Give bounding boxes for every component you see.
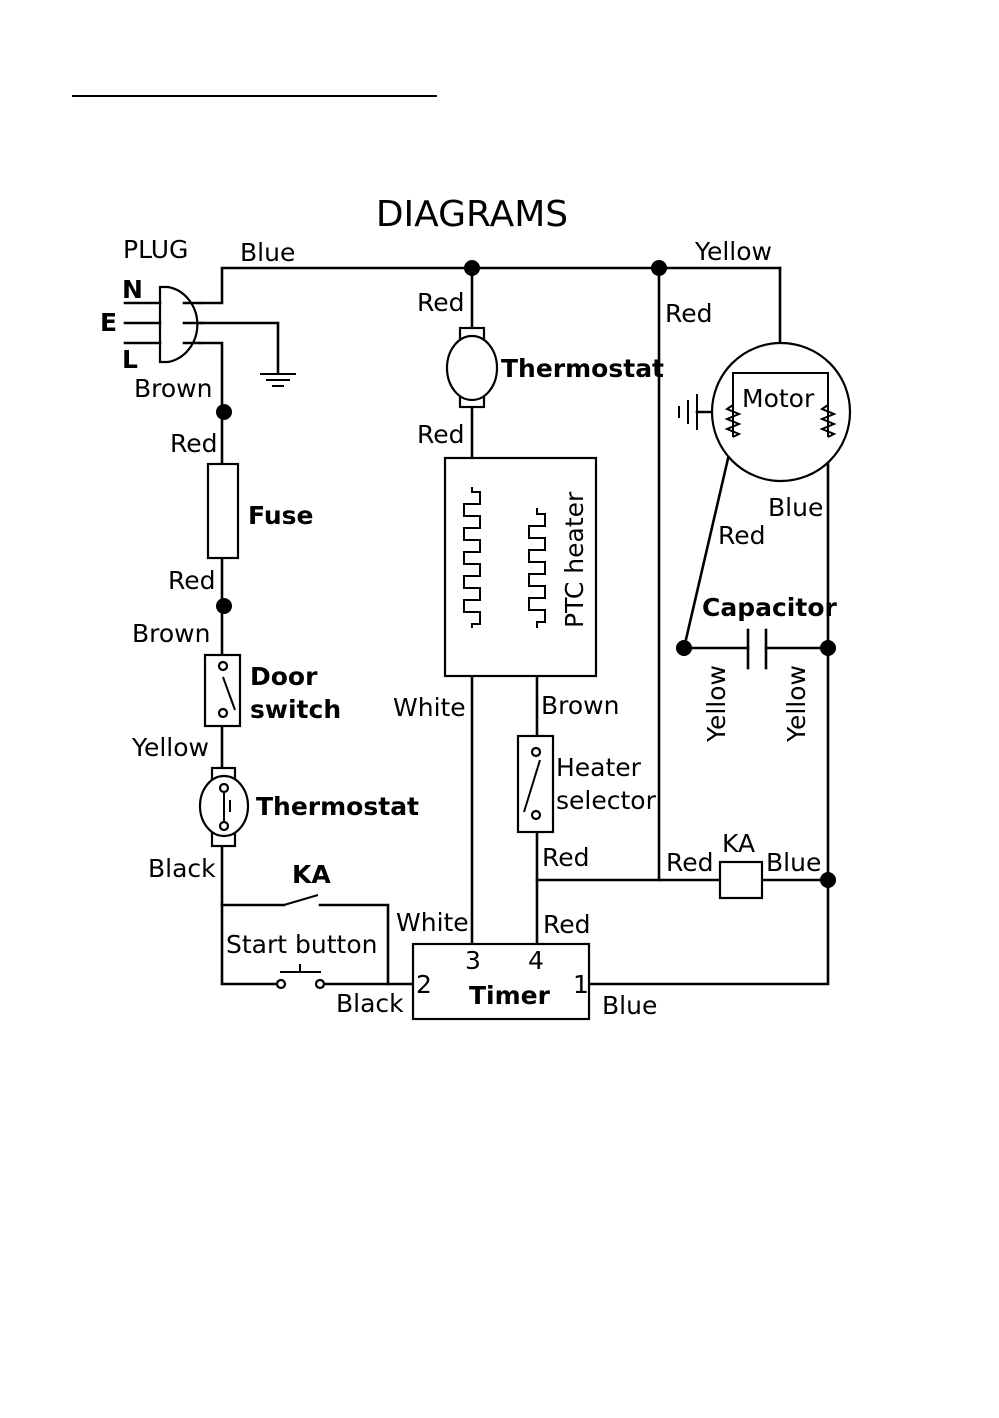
- ground-icon: [260, 374, 296, 386]
- heater-selector-symbol: [518, 736, 553, 832]
- wire-label-brown-door: Brown: [132, 619, 210, 648]
- wire-label-red-thermo-top: Red: [417, 288, 465, 317]
- ka-relay-symbol: [720, 862, 762, 898]
- motor-ground-icon: [679, 394, 697, 430]
- junction-dot: [216, 404, 232, 420]
- junction-dot: [820, 640, 836, 656]
- wire-label-yellow-top: Yellow: [694, 237, 772, 266]
- wire-label-red-ka: Red: [666, 848, 714, 877]
- wire-label-red-fuse-top: Red: [170, 429, 218, 458]
- ptc-heater-label: PTC heater: [560, 491, 589, 628]
- capacitor-label: Capacitor: [702, 593, 837, 622]
- door-switch-symbol: [205, 655, 240, 726]
- wire-label-red-fuse-bottom: Red: [168, 566, 216, 595]
- door-switch-label-2: switch: [250, 695, 341, 724]
- timer-pin-4: 4: [528, 946, 544, 975]
- junction-dot: [216, 598, 232, 614]
- motor-label: Motor: [742, 384, 815, 413]
- wire-label-white-heater: White: [393, 693, 466, 722]
- fuse-label: Fuse: [248, 501, 313, 530]
- ka-relay-label: KA: [722, 829, 755, 858]
- wire-label-blue-motor: Blue: [768, 493, 823, 522]
- left-thermostat-symbol: [200, 768, 248, 846]
- plug-label: PLUG: [123, 235, 188, 264]
- wire-label-blue-top: Blue: [240, 238, 295, 267]
- capacitor-symbol: [748, 630, 766, 668]
- plug-e-label: E: [100, 308, 117, 337]
- wire-label-black-thermo: Black: [148, 854, 216, 883]
- plug-n-label: N: [122, 275, 143, 304]
- ka-contact-label: KA: [292, 860, 331, 889]
- wire-label-blue-timer: Blue: [602, 991, 657, 1020]
- junction-dot: [820, 872, 836, 888]
- wire-label-yellow-cap-right: Yellow: [782, 665, 811, 743]
- fuse-symbol: [208, 464, 238, 558]
- start-button-symbol: [277, 964, 324, 988]
- timer-pin-2: 2: [416, 970, 432, 999]
- wire-label-red-thermo-bottom: Red: [417, 420, 465, 449]
- wire-label-red-timer: Red: [543, 910, 591, 939]
- wire-label-yellow-door: Yellow: [131, 733, 209, 762]
- left-thermostat-label: Thermostat: [256, 792, 419, 821]
- wire-label-red-motor: Red: [718, 521, 766, 550]
- wire-label-blue-ka: Blue: [766, 848, 821, 877]
- start-button-label: Start button: [226, 930, 377, 959]
- timer-pin-1: 1: [573, 970, 589, 999]
- plug-l-label: L: [122, 345, 138, 374]
- wire-label-black-timer: Black: [336, 989, 404, 1018]
- wire-label-brown-heater: Brown: [541, 691, 619, 720]
- heater-selector-label-1: Heater: [556, 753, 642, 782]
- timer-label: Timer: [469, 981, 551, 1010]
- wire-label-red-selector: Red: [542, 843, 590, 872]
- wire-label-white-timer: White: [396, 908, 469, 937]
- center-thermostat-symbol: [447, 328, 497, 407]
- heater-selector-label-2: selector: [556, 786, 657, 815]
- junction-dot: [464, 260, 480, 276]
- junction-dot: [676, 640, 692, 656]
- door-switch-label-1: Door: [250, 662, 318, 691]
- wire-label-red-motor-line: Red: [665, 299, 713, 328]
- junction-dot: [651, 260, 667, 276]
- diagram-title: DIAGRAMS: [376, 194, 568, 235]
- wire-label-yellow-cap-left: Yellow: [702, 665, 731, 743]
- wire-label-brown-plug: Brown: [134, 374, 212, 403]
- timer-pin-3: 3: [465, 946, 481, 975]
- ka-contact-symbol: [284, 895, 318, 905]
- center-thermostat-label: Thermostat: [501, 354, 664, 383]
